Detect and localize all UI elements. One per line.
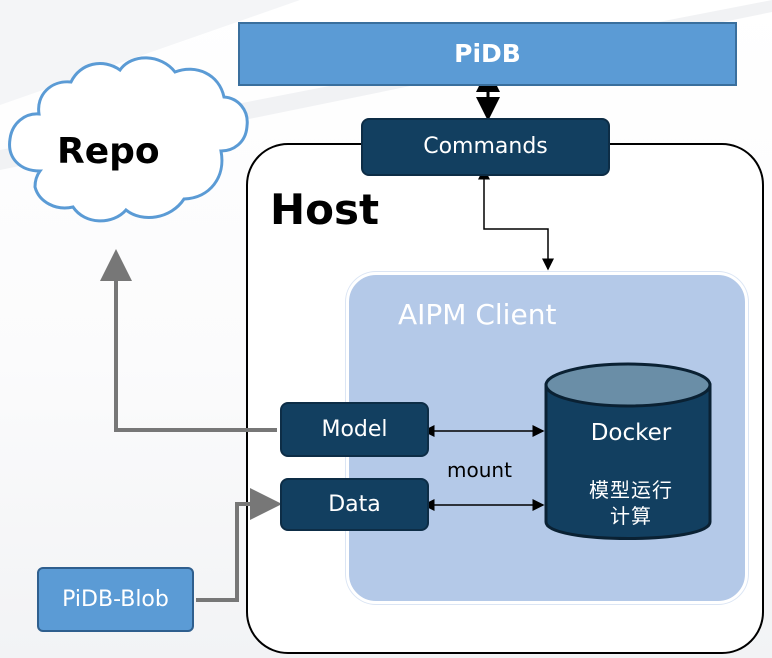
- cloud-icon: [8, 56, 249, 223]
- docker-text-group: Docker 模型运行计算: [549, 420, 713, 529]
- model-box: Model: [280, 402, 429, 457]
- commands-client-arrow: [478, 167, 554, 271]
- commands-box: Commands: [361, 118, 610, 176]
- blob-data-arrow: [196, 488, 282, 602]
- pidb-bar: PiDB: [238, 22, 737, 86]
- host-label: Host: [270, 185, 380, 234]
- mount-label: mount: [447, 458, 512, 482]
- model-repo-arrow: [100, 249, 277, 432]
- repo-label: Repo: [57, 131, 160, 172]
- database-cylinder-icon: [544, 362, 712, 540]
- pidb-blob-box: PiDB-Blob: [37, 567, 194, 632]
- aipm-client-label: AIPM Client: [398, 298, 557, 331]
- docker-sub-label: 模型运行计算: [589, 478, 673, 528]
- docker-label: Docker: [590, 420, 672, 446]
- data-box: Data: [280, 478, 429, 531]
